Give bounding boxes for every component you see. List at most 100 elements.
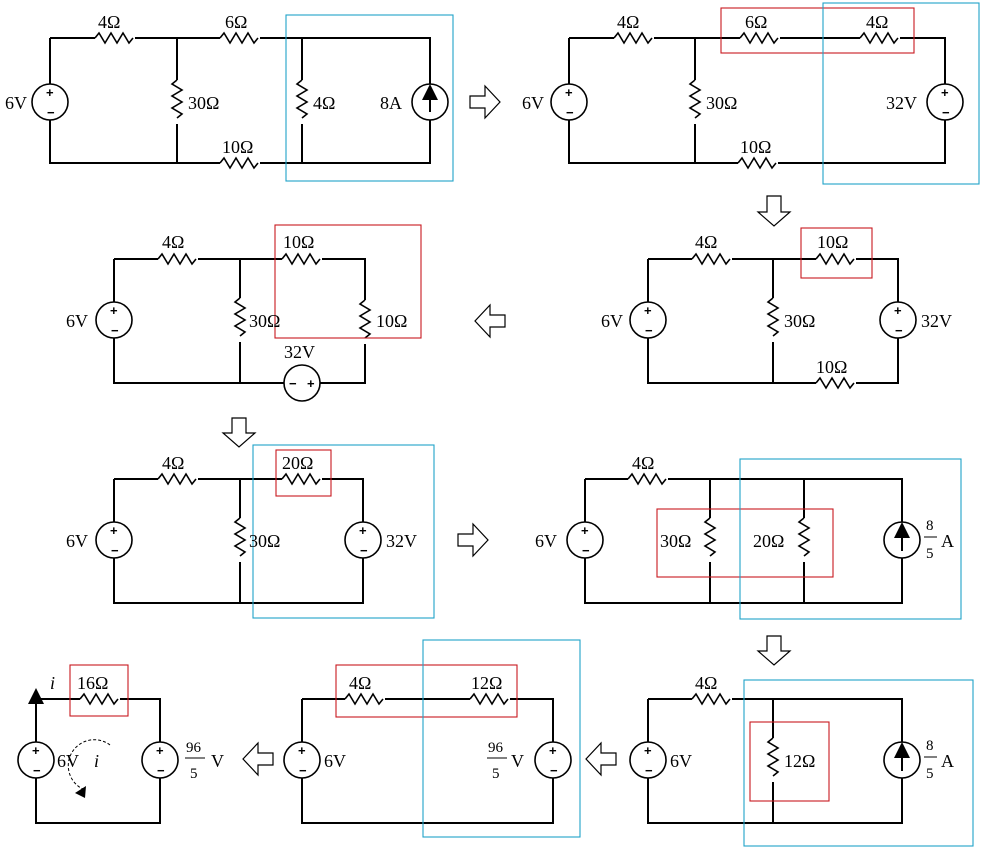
svg-text:−: − (550, 763, 558, 778)
loop-current-arc (67, 739, 111, 791)
highlight-box-cyan (739, 458, 962, 620)
voltage-source-icon (550, 83, 588, 121)
label-r4: 4Ω (695, 232, 717, 252)
svg-text:−: − (645, 323, 653, 338)
svg-text:+: + (156, 743, 164, 758)
voltage-source-icon (95, 521, 133, 559)
voltage-source-icon (95, 301, 133, 339)
label-r4: 4Ω (162, 453, 184, 473)
svg-text:+: + (359, 523, 367, 538)
svg-text:−: − (942, 105, 950, 120)
label-voltage-numerator: 96 (488, 740, 504, 756)
highlight-box-red (335, 664, 518, 718)
label-r30: 30Ω (249, 531, 280, 551)
svg-text:−: − (895, 323, 903, 338)
highlight-box-red (275, 449, 332, 497)
label-current-numerator: 8 (926, 738, 934, 754)
voltage-source-icon (629, 301, 667, 339)
label-voltage-denominator: 5 (190, 766, 198, 782)
highlight-box-red (274, 224, 422, 339)
label-6v: 6V (670, 751, 692, 771)
label-r6: 6Ω (225, 12, 247, 32)
svg-text:+: + (894, 303, 902, 318)
label-r10: 10Ω (222, 137, 253, 157)
label-voltage-unit: V (511, 751, 524, 771)
voltage-source-icon (283, 741, 321, 779)
label-current-denominator: 5 (926, 766, 934, 782)
label-6v: 6V (324, 751, 346, 771)
svg-text:−: − (47, 105, 55, 120)
panel-6: +− 4Ω 30Ω 20Ω 6V 8 5 A (535, 453, 962, 620)
svg-text:−: − (299, 763, 307, 778)
voltage-source-icon (629, 741, 667, 779)
voltage-source-icon (566, 521, 604, 559)
svg-text:−: − (645, 763, 653, 778)
label-6v: 6V (522, 93, 544, 113)
highlight-box-red (800, 227, 873, 279)
svg-text:−: − (111, 323, 119, 338)
resistor-10-ohm (219, 156, 259, 170)
label-6v: 6V (57, 751, 79, 771)
resistor-6-ohm (219, 31, 259, 45)
svg-text:+: + (644, 303, 652, 318)
label-32v: 32V (886, 93, 917, 113)
label-r10: 10Ω (740, 137, 771, 157)
label-6v: 6V (66, 311, 88, 331)
label-r30: 30Ω (660, 531, 691, 551)
svg-text:+: + (32, 743, 40, 758)
label-current-numerator: 8 (926, 518, 934, 534)
highlight-box-red (749, 721, 830, 802)
label-r30: 30Ω (706, 93, 737, 113)
highlight-box-red (69, 664, 129, 717)
svg-text:+: + (581, 523, 589, 538)
label-r6: 6Ω (745, 12, 767, 32)
voltage-source-icon (17, 741, 55, 779)
label-32v: 32V (386, 531, 417, 551)
label-r20: 20Ω (282, 453, 313, 473)
resistor-4b-ohm (295, 79, 309, 119)
label-r16: 16Ω (77, 673, 108, 693)
panel-3: +− −+ 4Ω 10Ω 30Ω 10Ω 6V 32V (66, 224, 422, 402)
svg-text:−: − (360, 543, 368, 558)
resistor-30-ohm (170, 79, 184, 119)
label-r10b: 10Ω (376, 311, 407, 331)
panel-8: +− +− 4Ω 12Ω 6V 96 5 V (283, 639, 581, 838)
highlight-box-cyan (252, 444, 435, 619)
label-current-denominator: 5 (926, 546, 934, 562)
label-r10a: 10Ω (283, 232, 314, 252)
label-r4: 4Ω (695, 673, 717, 693)
label-6v: 6V (601, 311, 623, 331)
svg-text:+: + (565, 85, 573, 100)
panel-2: +− +− 4Ω 6Ω 4Ω 30Ω 10Ω 6V 32V (522, 2, 980, 185)
svg-text:+: + (110, 303, 118, 318)
label-r20: 20Ω (753, 531, 784, 551)
step-arrow-left-icon (585, 741, 617, 777)
voltage-source-icon (344, 521, 382, 559)
voltage-source-icon (141, 741, 179, 779)
label-voltage-denominator: 5 (492, 766, 500, 782)
svg-text:+: + (46, 85, 54, 100)
panel-9: +− +− 16Ω i 6V i 96 5 V (17, 664, 224, 824)
label-r30: 30Ω (784, 311, 815, 331)
label-r10b: 10Ω (816, 357, 847, 377)
step-arrow-left-icon (474, 303, 506, 339)
step-arrow-down-icon (756, 195, 792, 227)
label-r4b: 4Ω (866, 12, 888, 32)
resistor-4-ohm (94, 31, 134, 45)
highlight-box-red (656, 508, 834, 578)
label-current-unit: A (941, 531, 954, 551)
step-arrow-left-icon (242, 741, 274, 777)
svg-text:−: − (157, 763, 165, 778)
svg-text:+: + (307, 376, 315, 391)
label-r4: 4Ω (98, 12, 120, 32)
panel-5: +− +− 4Ω 20Ω 30Ω 6V 32V (66, 444, 435, 619)
label-r4: 4Ω (349, 673, 371, 693)
highlight-box-cyan (422, 639, 581, 838)
step-arrow-down-icon (756, 635, 792, 666)
step-arrow-right-icon (457, 522, 489, 558)
voltage-source-icon (31, 83, 69, 121)
svg-text:+: + (644, 743, 652, 758)
highlight-box-cyan (285, 14, 454, 182)
svg-text:+: + (941, 85, 949, 100)
